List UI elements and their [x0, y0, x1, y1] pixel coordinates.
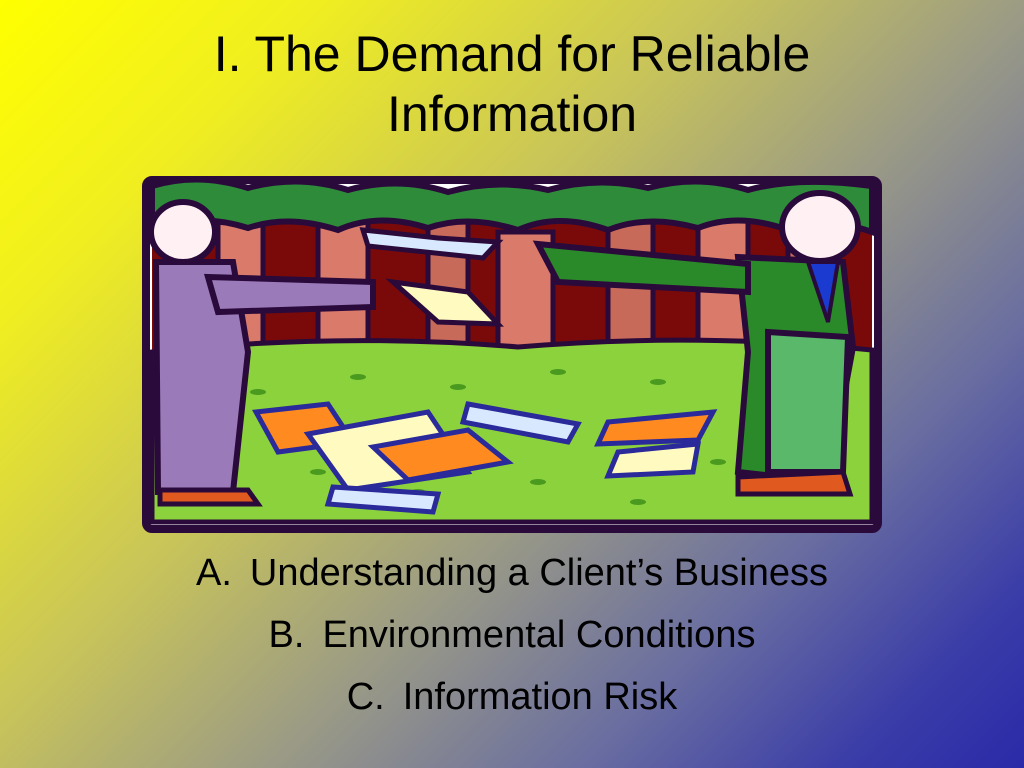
bullet-text: Understanding a Client’s Business — [249, 552, 828, 594]
slide-title-line-1: I. The Demand for Reliable — [213, 26, 811, 82]
slide-title-line-2: Information — [386, 86, 638, 142]
bullet-list: A. Understanding a Client’s Business B. En… — [0, 542, 1024, 728]
bullet-marker: B. — [268, 614, 305, 656]
bullet-item-b: B. Environmental Conditions — [0, 604, 1024, 666]
bullet-text: Environmental Conditions — [322, 614, 756, 656]
bullet-marker: C. — [346, 676, 385, 718]
bullet-text: Information Risk — [402, 676, 678, 718]
bullet-item-c: C. Information Risk — [0, 666, 1024, 728]
bullet-marker: A. — [196, 552, 232, 594]
bullet-item-a: A. Understanding a Client’s Business — [0, 542, 1024, 604]
clipart-tug-of-war-over-documents — [142, 176, 882, 533]
slide-title: I. The Demand for Reliable Information — [0, 24, 1024, 144]
